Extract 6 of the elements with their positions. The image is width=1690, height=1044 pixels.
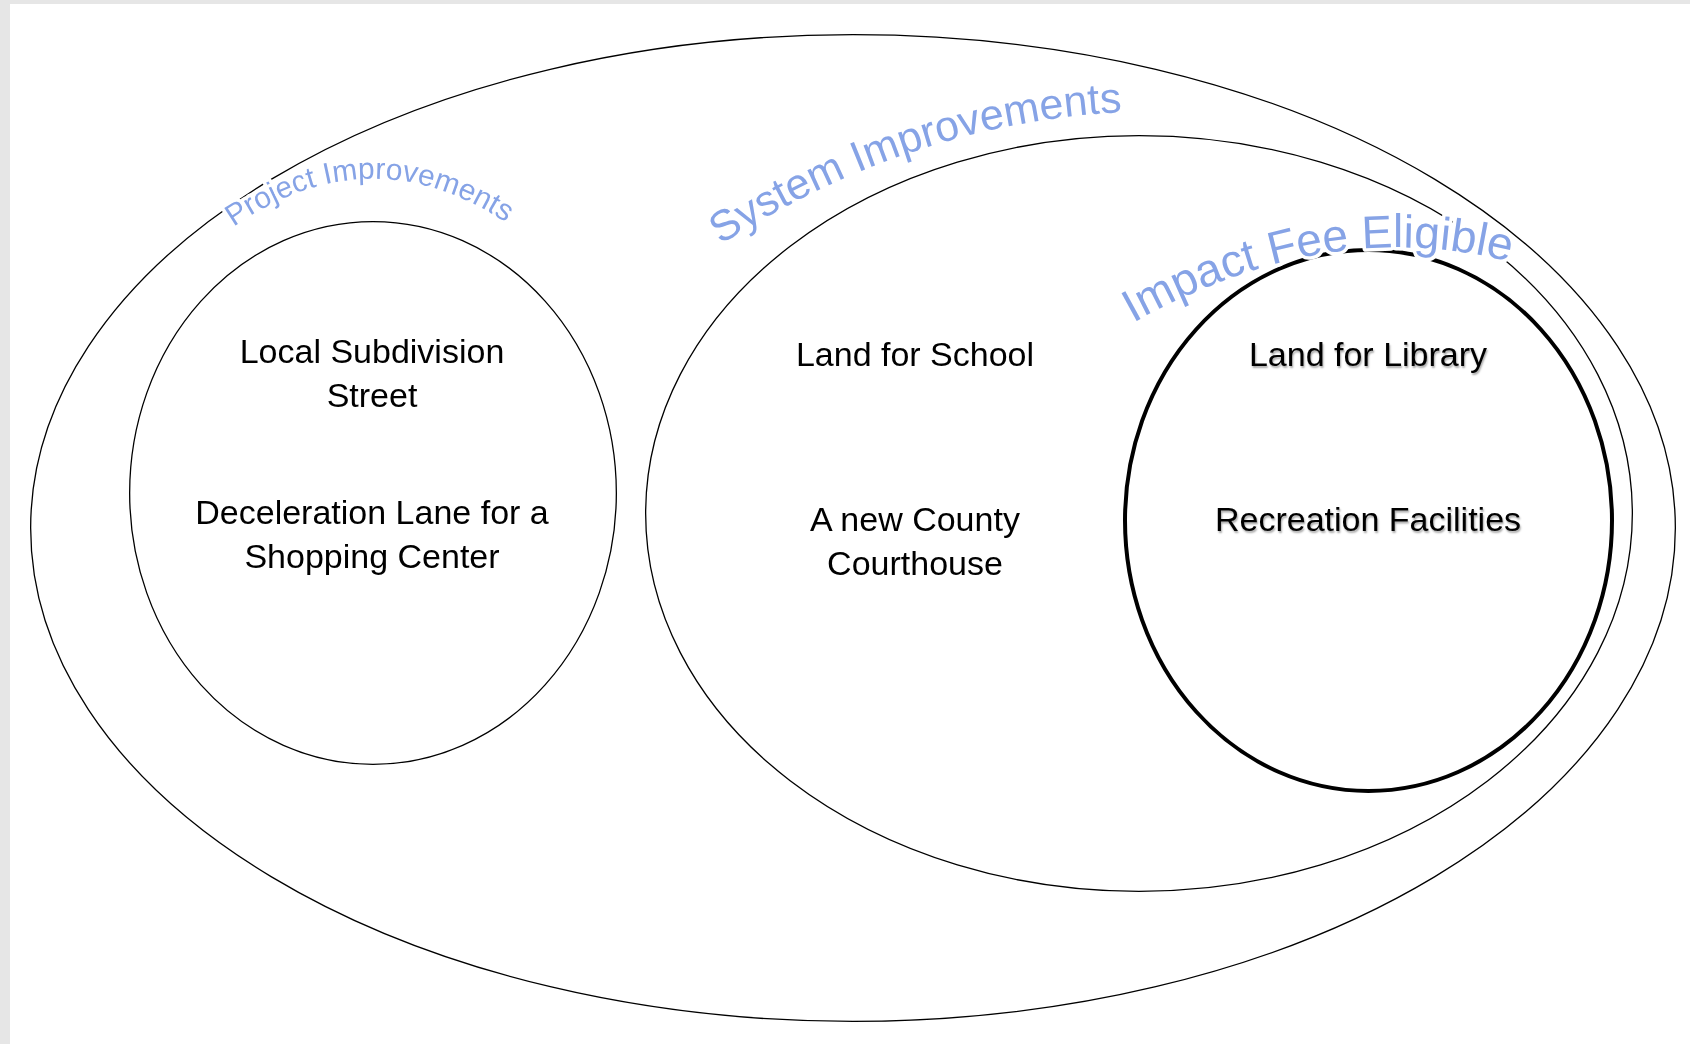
item-text: Land for Library xyxy=(1247,334,1489,375)
item-text: Recreation Facilities xyxy=(1213,499,1523,540)
item-text: A new County Courthouse xyxy=(809,499,1021,584)
item-text: Land for School xyxy=(794,334,1036,375)
item-text: Local Subdivision Street xyxy=(238,331,506,416)
item-text: Deceleration Lane for a Shopping Center xyxy=(194,492,550,577)
